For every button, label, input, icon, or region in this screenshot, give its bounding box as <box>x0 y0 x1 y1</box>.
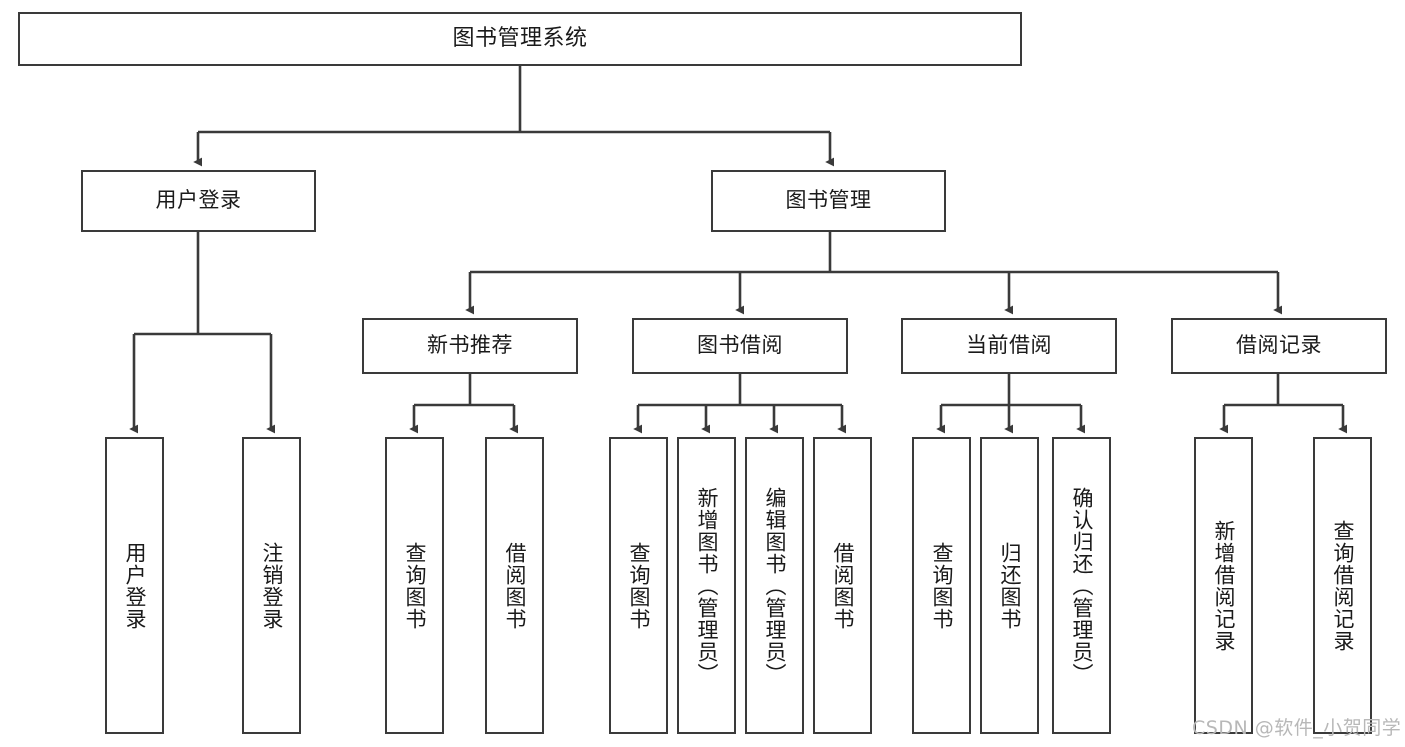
node-leaf-record-add[interactable]: 新增借阅记录 <box>1194 437 1253 734</box>
node-book-manage[interactable]: 图书管理 <box>711 170 946 232</box>
node-leaf-borrow-edit-book-label: 编辑图书（管理员） <box>763 486 788 685</box>
node-leaf-current-query-book-label: 查询图书 <box>930 541 955 630</box>
node-leaf-recommend-borrow-book[interactable]: 借阅图书 <box>485 437 544 734</box>
node-user-login-label: 用户登录 <box>155 188 242 213</box>
node-root-label: 图书管理系统 <box>452 25 588 51</box>
node-leaf-user-login[interactable]: 用户登录 <box>105 437 164 734</box>
node-leaf-recommend-query-book[interactable]: 查询图书 <box>385 437 444 734</box>
node-book-borrow-label: 图书借阅 <box>697 333 783 358</box>
node-leaf-borrow-add-book-label: 新增图书（管理员） <box>695 486 720 685</box>
node-leaf-record-add-label: 新增借阅记录 <box>1212 519 1237 652</box>
node-leaf-current-confirm-return[interactable]: 确认归还（管理员） <box>1052 437 1111 734</box>
node-leaf-record-query-label: 查询借阅记录 <box>1331 519 1356 652</box>
node-leaf-borrow-borrow-book-label: 借阅图书 <box>831 541 856 630</box>
csdn-watermark: CSDN @软件_小贺同学 <box>1192 717 1402 739</box>
node-new-book-recommend-label: 新书推荐 <box>427 333 513 358</box>
node-leaf-current-confirm-return-label: 确认归还（管理员） <box>1070 486 1095 685</box>
node-leaf-logout[interactable]: 注销登录 <box>242 437 301 734</box>
node-leaf-borrow-query-book-label: 查询图书 <box>627 541 652 630</box>
node-leaf-current-return-book[interactable]: 归还图书 <box>980 437 1039 734</box>
node-borrow-record[interactable]: 借阅记录 <box>1171 318 1387 374</box>
node-current-borrow[interactable]: 当前借阅 <box>901 318 1117 374</box>
node-leaf-borrow-borrow-book[interactable]: 借阅图书 <box>813 437 872 734</box>
node-borrow-record-label: 借阅记录 <box>1236 333 1322 358</box>
node-leaf-record-query[interactable]: 查询借阅记录 <box>1313 437 1372 734</box>
node-leaf-recommend-query-book-label: 查询图书 <box>403 541 428 630</box>
node-leaf-borrow-add-book[interactable]: 新增图书（管理员） <box>677 437 736 734</box>
node-leaf-user-login-label: 用户登录 <box>123 541 148 630</box>
node-leaf-current-return-book-label: 归还图书 <box>998 541 1023 630</box>
node-current-borrow-label: 当前借阅 <box>966 333 1052 358</box>
node-book-borrow[interactable]: 图书借阅 <box>632 318 848 374</box>
node-leaf-current-query-book[interactable]: 查询图书 <box>912 437 971 734</box>
node-book-manage-label: 图书管理 <box>785 188 872 213</box>
node-user-login[interactable]: 用户登录 <box>81 170 316 232</box>
node-leaf-recommend-borrow-book-label: 借阅图书 <box>503 541 528 630</box>
node-leaf-borrow-edit-book[interactable]: 编辑图书（管理员） <box>745 437 804 734</box>
node-root[interactable]: 图书管理系统 <box>18 12 1022 66</box>
node-new-book-recommend[interactable]: 新书推荐 <box>362 318 578 374</box>
node-leaf-logout-label: 注销登录 <box>260 541 285 630</box>
node-leaf-borrow-query-book[interactable]: 查询图书 <box>609 437 668 734</box>
